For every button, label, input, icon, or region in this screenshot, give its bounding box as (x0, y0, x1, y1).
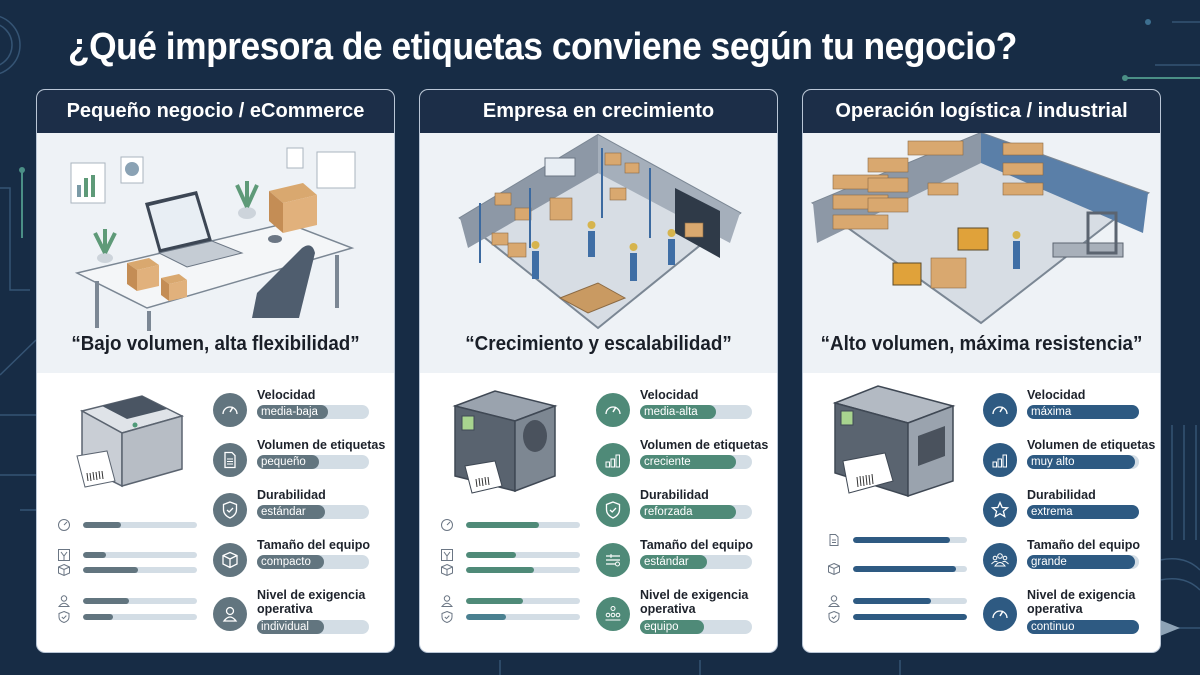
mini-bar (827, 533, 967, 547)
bar-growth-icon (596, 443, 630, 477)
card-header: Empresa en crecimiento (420, 90, 777, 133)
label-roll-icon (58, 549, 70, 561)
feature-size: Tamaño del equipo estándar (596, 538, 771, 591)
mini-bar (57, 594, 197, 608)
feature-value: pequeño (257, 455, 319, 469)
box-icon (828, 562, 840, 576)
feature-value: continuo (1027, 620, 1139, 634)
page-title: ¿Qué impresora de etiquetas conviene seg… (68, 26, 1017, 68)
card-slogan: “Crecimiento y escalabilidad” (465, 333, 732, 355)
shield-icon (58, 610, 70, 624)
feature-value: muy alto (1027, 455, 1135, 469)
home-office-illustration (70, 147, 356, 331)
card-illustration-area: “Crecimiento y escalabilidad” (420, 133, 777, 373)
card-specs: Velocidad media-baja Volumen de etiqueta… (37, 373, 394, 652)
feature-durability: Durabilidad extrema (983, 488, 1158, 541)
mini-bar (57, 563, 197, 577)
team-icon (596, 597, 630, 631)
feature-value: extrema (1027, 505, 1139, 519)
feature-speed: Velocidad media-baja (213, 388, 388, 441)
mini-bar (440, 563, 580, 577)
label-roll-icon (441, 549, 453, 561)
mini-bar (827, 562, 967, 576)
feature-speed: Velocidad media-alta (596, 388, 771, 441)
feature-durability: Durabilidad reforzada (596, 488, 771, 541)
feature-value: estándar (640, 555, 708, 569)
mini-bar (440, 548, 580, 562)
document-icon (213, 443, 247, 477)
feature-demand: Nivel de exigencia operativa continuo (983, 588, 1158, 641)
card-illustration-area: “Bajo volumen, alta flexibilidad” (37, 133, 394, 373)
user-icon (213, 597, 247, 631)
feature-size: Tamaño del equipo compacto (213, 538, 388, 591)
card-slogan: “Alto volumen, máxima resistencia” (820, 333, 1143, 355)
feature-durability: Durabilidad estándar (213, 488, 388, 541)
group-icon (983, 543, 1017, 577)
card-industrial: Operación logística / industrial “Alto v… (803, 90, 1160, 652)
user-icon (440, 595, 454, 607)
bar-growth-icon (983, 443, 1017, 477)
feature-value: máxima (1027, 405, 1139, 419)
midrange-printer-illustration (452, 390, 558, 494)
feature-volume: Volumen de etiquetas muy alto (983, 438, 1158, 491)
mini-bar (440, 610, 580, 624)
desktop-printer-illustration (76, 395, 185, 488)
box-icon (213, 543, 247, 577)
speedometer-icon (58, 519, 70, 531)
mini-bar (440, 518, 580, 532)
feature-speed: Velocidad máxima (983, 388, 1158, 441)
mini-bar (57, 548, 197, 562)
mini-bar (827, 610, 967, 624)
card-growing-business: Empresa en crecimiento “Crecimiento y es… (420, 90, 777, 652)
feature-size: Tamaño del equipo grande (983, 538, 1158, 591)
feature-value: equipo (640, 620, 704, 634)
document-icon (829, 534, 839, 546)
speedometer-icon (596, 393, 630, 427)
card-illustration-area: “Alto volumen, máxima resistencia” (803, 133, 1160, 373)
feature-demand: Nivel de exigencia operativa individual (213, 588, 388, 641)
feature-value: individual (257, 620, 325, 634)
box-icon (441, 563, 453, 577)
feature-value: media-baja (257, 405, 328, 419)
feature-value: reforzada (640, 505, 737, 519)
feature-value: estándar (257, 505, 326, 519)
industrial-printer-illustration (832, 385, 956, 498)
feature-value: grande (1027, 555, 1135, 569)
warehouse-illustration (458, 133, 742, 330)
shield-icon (441, 610, 453, 624)
feature-value: media-alta (640, 405, 717, 419)
user-icon (57, 595, 71, 607)
shield-check-icon (213, 493, 247, 527)
card-specs: Velocidad máxima Volumen de etiquetas mu… (803, 373, 1160, 652)
shield-check-icon (596, 493, 630, 527)
star-icon (983, 493, 1017, 527)
feature-volume: Volumen de etiquetas creciente (596, 438, 771, 491)
feature-demand: Nivel de exigencia operativa equipo (596, 588, 771, 641)
speedometer-icon (983, 393, 1017, 427)
sliders-icon (596, 543, 630, 577)
feature-volume: Volumen de etiquetas pequeño (213, 438, 388, 491)
mini-bar (827, 594, 967, 608)
card-header: Pequeño negocio / eCommerce (37, 90, 394, 133)
speedometer-icon (441, 519, 453, 531)
mini-bar (57, 518, 197, 532)
mini-bar (57, 610, 197, 624)
speedometer-icon (213, 393, 247, 427)
user-icon (827, 595, 841, 607)
card-small-business: Pequeño negocio / eCommerce “Bajo vo (37, 90, 394, 652)
box-icon (58, 563, 70, 577)
card-header: Operación logística / industrial (803, 90, 1160, 133)
feature-value: creciente (640, 455, 737, 469)
feature-value: compacto (257, 555, 325, 569)
card-slogan: “Bajo volumen, alta flexibilidad” (71, 333, 360, 355)
mini-bar (440, 594, 580, 608)
card-specs: Velocidad media-alta Volumen de etiqueta… (420, 373, 777, 652)
shield-icon (828, 610, 840, 624)
distribution-center-illustration (810, 133, 1151, 325)
speedometer-icon (983, 597, 1017, 631)
